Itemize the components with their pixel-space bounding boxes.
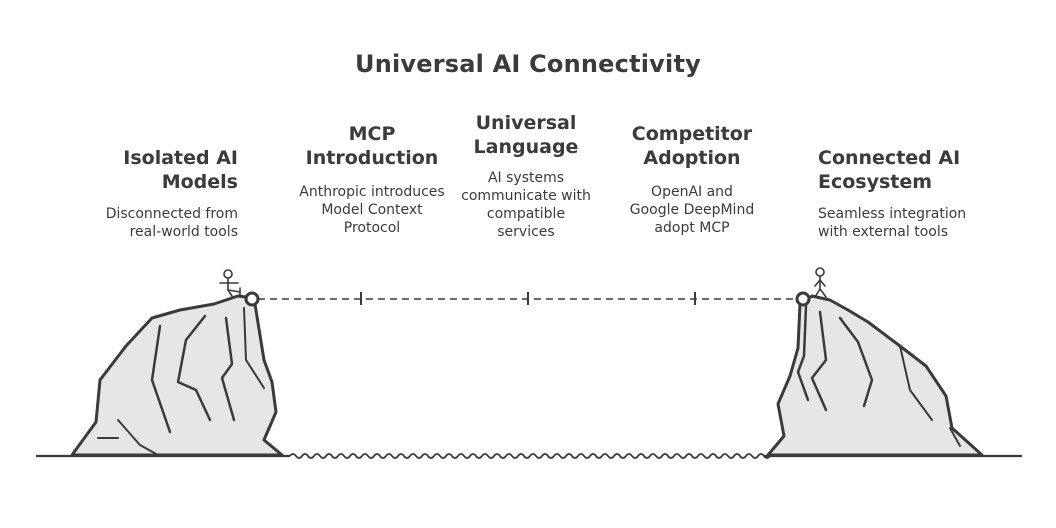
stage-description-competitor: OpenAI and Google DeepMind adopt MCP — [629, 184, 755, 236]
stage-description-connected: Seamless integration with external tools — [818, 206, 967, 240]
left-person-icon — [219, 269, 241, 298]
stage-heading-isolated: Isolated AI Models — [123, 147, 238, 193]
diagram-title: Universal AI Connectivity — [355, 50, 701, 78]
stage-heading-universal: Universal Language — [473, 112, 579, 158]
water-wave — [289, 453, 771, 459]
stage-description-isolated: Disconnected from real-world tools — [105, 206, 238, 240]
stage-heading-connected: Connected AI Ecosystem — [818, 147, 961, 193]
right-cliff — [766, 291, 984, 457]
stage-description-mcp: Anthropic introduces Model Context Proto… — [299, 184, 445, 236]
left-cliff — [70, 291, 284, 457]
stage-heading-mcp: MCP Introduction — [305, 123, 439, 169]
stage-description-universal: AI systems communicate with compatible s… — [461, 170, 591, 240]
right-person-icon — [814, 267, 827, 298]
stage-heading-competitor: Competitor Adoption — [631, 123, 753, 169]
